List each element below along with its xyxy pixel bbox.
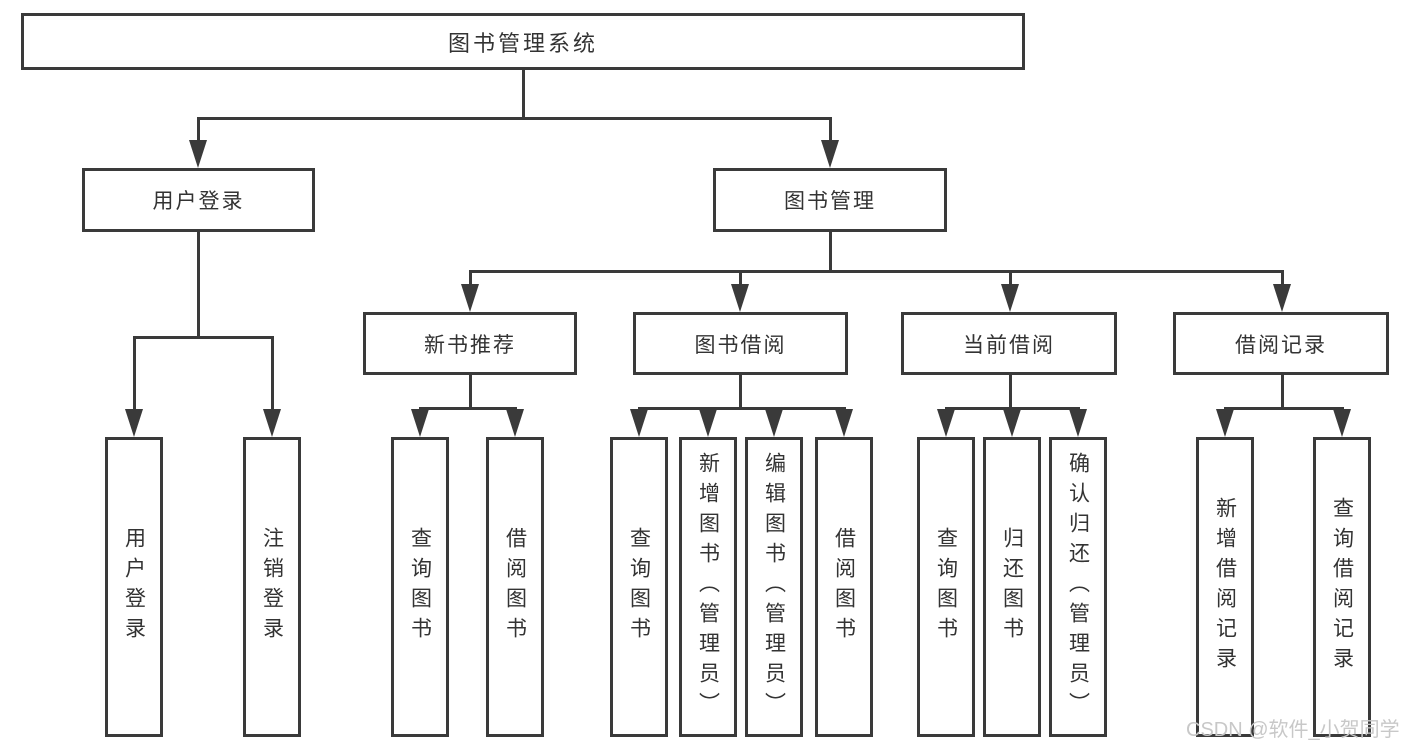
arrow-down-icon (1333, 409, 1351, 437)
node-logout: 注销登录 (243, 437, 301, 737)
connector-line (1281, 270, 1284, 290)
connector-line (419, 407, 517, 410)
node-label: 用户登录 (152, 190, 245, 213)
connector-line (271, 336, 274, 412)
node-label: 借阅图书 (832, 527, 856, 647)
arrow-down-icon (506, 409, 524, 437)
connector-line (739, 270, 742, 290)
connector-line (1009, 375, 1012, 410)
arrow-down-icon (699, 409, 717, 437)
connector-line (197, 232, 200, 339)
node-query-books: 查询图书 (610, 437, 668, 737)
node-label: 查询图书 (934, 527, 958, 647)
connector-line (945, 407, 1080, 410)
node-new-book-recommend: 新书推荐 (363, 312, 577, 375)
node-label: 新书推荐 (424, 333, 516, 357)
node-library-management-system: 图书管理系统 (21, 13, 1025, 70)
arrow-down-icon (835, 409, 853, 437)
arrow-down-icon (1001, 284, 1019, 312)
arrow-down-icon (731, 284, 749, 312)
connector-line (1224, 407, 1344, 410)
connector-line (638, 407, 846, 410)
connector-line (197, 117, 832, 120)
arrow-down-icon (263, 409, 281, 437)
arrow-down-icon (630, 409, 648, 437)
csdn-watermark: CSDN @软件_小贺同学 (1186, 719, 1400, 741)
node-borrowing-records: 借阅记录 (1173, 312, 1389, 375)
node-query-books: 查询图书 (391, 437, 449, 737)
connector-line (829, 232, 832, 273)
node-label: 借阅图书 (503, 527, 527, 647)
connector-line (469, 270, 472, 290)
node-label: 查询借阅记录 (1330, 497, 1354, 677)
arrow-down-icon (765, 409, 783, 437)
arrow-down-icon (1273, 284, 1291, 312)
connector-line (1281, 375, 1284, 410)
node-borrow-books: 借阅图书 (815, 437, 873, 737)
arrow-down-icon (937, 409, 955, 437)
node-label: 借阅记录 (1235, 333, 1327, 357)
connector-line (739, 375, 742, 410)
node-query-books: 查询图书 (917, 437, 975, 737)
arrow-down-icon (1003, 409, 1021, 437)
connector-line (469, 270, 1284, 273)
node-label: 图书管理系统 (447, 30, 598, 56)
node-label: 查询图书 (408, 527, 432, 647)
arrow-down-icon (189, 140, 207, 168)
arrow-down-icon (1069, 409, 1087, 437)
node-label: 用户登录 (122, 527, 146, 647)
connector-line (522, 69, 525, 118)
connector-line (829, 117, 832, 145)
node-label: 图书借阅 (694, 333, 787, 357)
node-user-login: 用户登录 (82, 168, 315, 232)
node-current-borrowing: 当前借阅 (901, 312, 1117, 375)
node-label: 图书管理 (784, 190, 876, 213)
arrow-down-icon (411, 409, 429, 437)
connector-line (133, 336, 274, 339)
node-edit-book-admin: 编辑图书（管理员） (745, 437, 803, 737)
node-label: 新增借阅记录 (1213, 497, 1237, 677)
arrow-down-icon (125, 409, 143, 437)
node-label: 归还图书 (1000, 527, 1024, 647)
node-label: 查询图书 (627, 527, 651, 647)
node-add-book-admin: 新增图书（管理员） (679, 437, 737, 737)
node-confirm-return-admin: 确认归还（管理员） (1049, 437, 1107, 737)
connector-line (133, 336, 136, 412)
node-label: 确认归还（管理员） (1066, 452, 1090, 722)
node-return-books: 归还图书 (983, 437, 1041, 737)
arrow-down-icon (1216, 409, 1234, 437)
node-book-management: 图书管理 (713, 168, 947, 232)
connector-line (197, 117, 200, 145)
node-label: 注销登录 (260, 527, 284, 647)
node-book-borrowing: 图书借阅 (633, 312, 848, 375)
node-query-borrow-record: 查询借阅记录 (1313, 437, 1371, 737)
node-label: 编辑图书（管理员） (762, 452, 786, 722)
node-label: 当前借阅 (963, 333, 1055, 357)
node-borrow-books: 借阅图书 (486, 437, 544, 737)
node-user-login-leaf: 用户登录 (105, 437, 163, 737)
arrow-down-icon (821, 140, 839, 168)
connector-line (469, 375, 472, 410)
arrow-down-icon (461, 284, 479, 312)
node-add-borrow-record: 新增借阅记录 (1196, 437, 1254, 737)
node-label: 新增图书（管理员） (696, 452, 720, 722)
connector-line (1009, 270, 1012, 290)
